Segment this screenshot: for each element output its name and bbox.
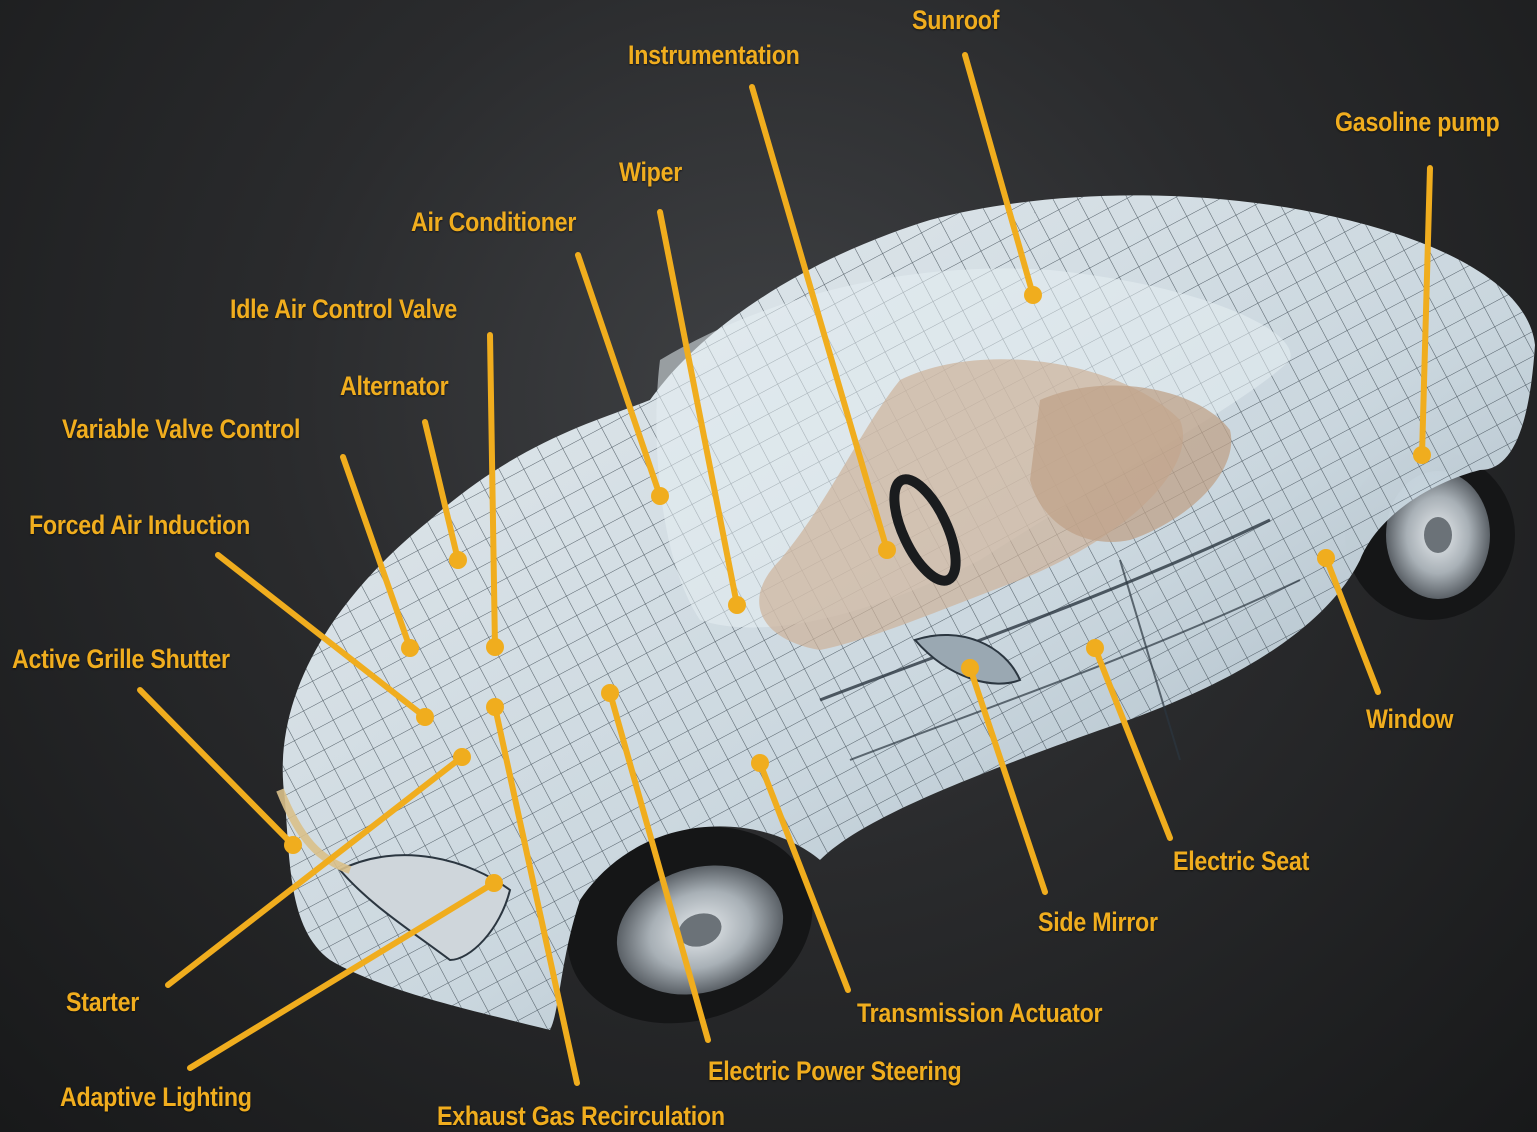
callout-electric-power-steering: Electric Power Steering <box>708 1056 961 1087</box>
callout-air-conditioner: Air Conditioner <box>411 207 576 238</box>
leader-dot-instrumentation <box>878 541 896 559</box>
callout-instrumentation: Instrumentation <box>628 40 800 71</box>
leader-dot-sunroof <box>1024 286 1042 304</box>
leader-dot-gasoline-pump <box>1413 446 1431 464</box>
leader-dot-electric-seat <box>1086 639 1104 657</box>
leader-dot-idle-air-control-valve <box>486 638 504 656</box>
leader-dot-alternator <box>449 551 467 569</box>
leader-dot-exhaust-gas-recirculation <box>486 698 504 716</box>
callout-transmission-actuator: Transmission Actuator <box>857 998 1102 1029</box>
callout-idle-air-control-valve: Idle Air Control Valve <box>230 294 457 325</box>
leader-dot-adaptive-lighting <box>485 874 503 892</box>
leader-dot-wiper <box>728 596 746 614</box>
callout-electric-seat: Electric Seat <box>1173 846 1309 877</box>
callout-alternator: Alternator <box>340 371 448 402</box>
callout-adaptive-lighting: Adaptive Lighting <box>60 1082 252 1113</box>
callout-side-mirror: Side Mirror <box>1038 907 1158 938</box>
leader-dot-air-conditioner <box>651 487 669 505</box>
leader-dot-variable-valve-control <box>401 639 419 657</box>
callout-wiper: Wiper <box>619 157 682 188</box>
callout-starter: Starter <box>66 987 139 1018</box>
callout-gasoline-pump: Gasoline pump <box>1335 107 1499 138</box>
leader-dot-electric-power-steering <box>601 684 619 702</box>
leader-line-active-grille-shutter <box>140 690 293 845</box>
callout-forced-air-induction: Forced Air Induction <box>29 510 250 541</box>
leader-dot-active-grille-shutter <box>284 836 302 854</box>
leader-dot-window <box>1317 549 1335 567</box>
callout-sunroof: Sunroof <box>912 5 999 36</box>
leader-dot-transmission-actuator <box>751 754 769 772</box>
callout-variable-valve-control: Variable Valve Control <box>62 414 300 445</box>
callout-active-grille-shutter: Active Grille Shutter <box>12 644 230 675</box>
leader-dot-starter <box>453 748 471 766</box>
leader-dot-side-mirror <box>961 659 979 677</box>
callout-window: Window <box>1366 704 1453 735</box>
callout-exhaust-gas-recirculation: Exhaust Gas Recirculation <box>437 1101 725 1132</box>
leader-dot-forced-air-induction <box>416 708 434 726</box>
